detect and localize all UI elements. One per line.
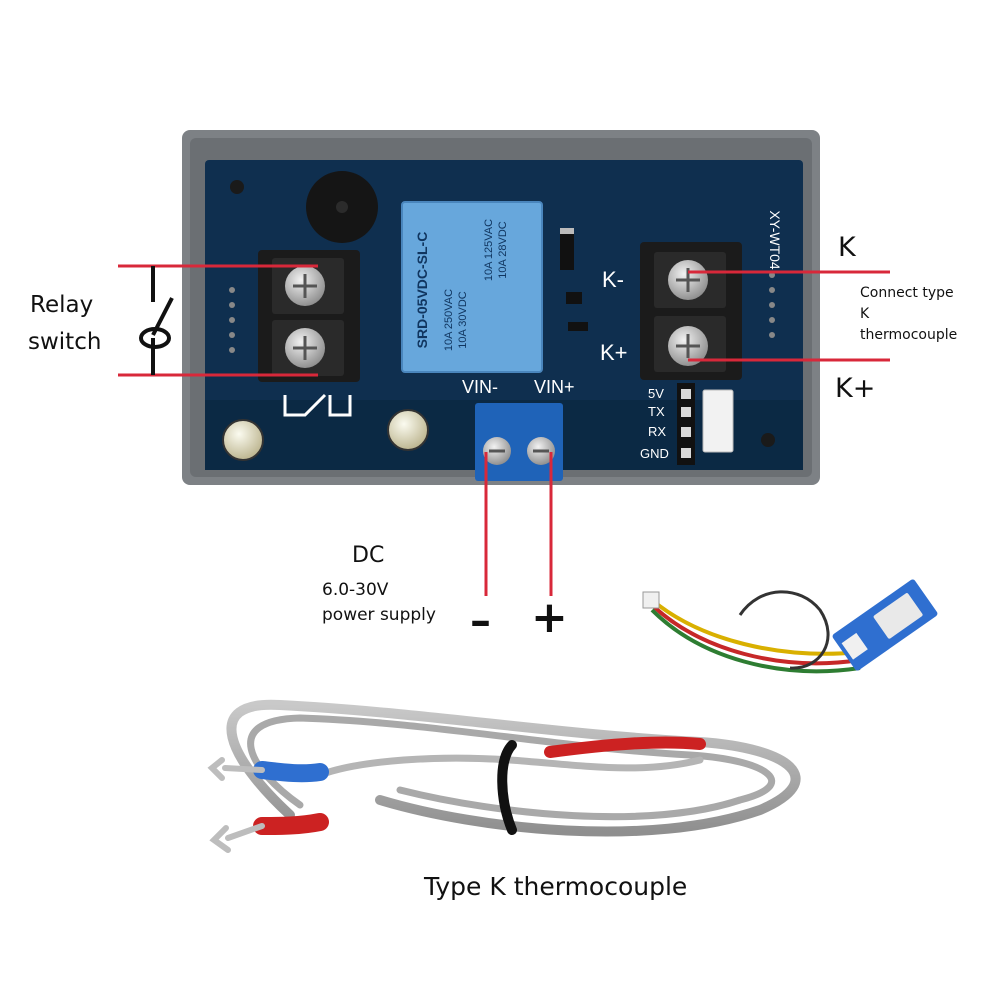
pin-label-gnd: GND <box>640 446 669 461</box>
screw-slot <box>293 336 317 360</box>
minus-sign: – <box>470 596 491 645</box>
serial-header-pins <box>681 389 691 458</box>
voltage-label: 6.0-30V <box>322 580 389 600</box>
relay-switch-label-line2: switch <box>28 329 102 355</box>
diode-band <box>560 228 574 234</box>
relay-model-text: SRD-05VDC-SL-C <box>414 232 430 349</box>
module-wire-black <box>738 590 830 670</box>
module-wire-yellow <box>650 598 861 656</box>
white-connector <box>702 389 734 453</box>
capacitor <box>387 409 429 451</box>
screw-slot <box>676 334 700 358</box>
dc-label: DC <box>352 543 385 568</box>
serial-header <box>677 383 695 465</box>
module-wire-red <box>650 603 861 666</box>
k-label: K <box>838 232 856 263</box>
board-model-text: XY-WT04 <box>767 210 783 270</box>
relay-terminal-block <box>258 250 360 382</box>
wifi-module <box>642 579 938 674</box>
k-minus-silkscreen: K- <box>602 267 624 292</box>
relay-switch-symbol <box>139 266 174 375</box>
relay-body <box>401 201 543 373</box>
diode <box>560 228 574 270</box>
module-connector-white <box>841 632 868 660</box>
relay-rating-ac1: 10A 250VAC <box>443 289 455 351</box>
relay-rating-ac2: 10A 125VAC <box>483 219 495 281</box>
module-connector <box>642 591 660 609</box>
pin-label-tx: TX <box>648 404 665 419</box>
relay-rating-dc2: 10A 28VDC <box>497 221 509 279</box>
connect-label-line3: thermocouple <box>860 327 958 343</box>
cable-clip <box>497 740 517 835</box>
connect-label-line1: Connect type <box>860 285 954 301</box>
k-plus-silkscreen: K+ <box>600 340 628 365</box>
controller-module: SRD-05VDC-SL-C 10A 250VAC 10A 30VDC 10A … <box>182 130 820 485</box>
thermocouple-terminal-block <box>640 242 742 380</box>
mounting-hole <box>761 433 775 447</box>
resistor <box>568 322 588 331</box>
capacitor <box>222 419 264 461</box>
relay-rating-dc1: 10A 30VDC <box>457 291 469 349</box>
power-supply-label: power supply <box>322 605 436 625</box>
thermocouple-cable <box>207 699 801 853</box>
pin-label-rx: RX <box>648 424 666 439</box>
transistor <box>566 292 582 304</box>
k-plus-label: K+ <box>835 373 876 404</box>
vin-minus-silkscreen: VIN- <box>462 377 498 397</box>
module-wire-green <box>650 608 861 674</box>
header-pins-left <box>229 287 235 353</box>
relay: SRD-05VDC-SL-C 10A 250VAC 10A 30VDC 10A … <box>401 201 543 373</box>
connect-label-line2: K <box>860 306 870 322</box>
relay-switch-label-line1: Relay <box>30 292 94 318</box>
mounting-hole <box>230 180 244 194</box>
plus-sign: + <box>531 592 568 643</box>
spade-terminal <box>207 757 265 781</box>
thermocouple-label: Type K thermocouple <box>424 872 688 901</box>
pin-label-5v: 5V <box>648 386 664 401</box>
module-chip <box>873 593 923 639</box>
spade-terminal <box>209 823 265 853</box>
relay-symbol-silkscreen <box>283 393 352 417</box>
screw-slot <box>293 274 317 298</box>
vin-plus-silkscreen: VIN+ <box>534 377 575 397</box>
buzzer-hole <box>336 201 348 213</box>
